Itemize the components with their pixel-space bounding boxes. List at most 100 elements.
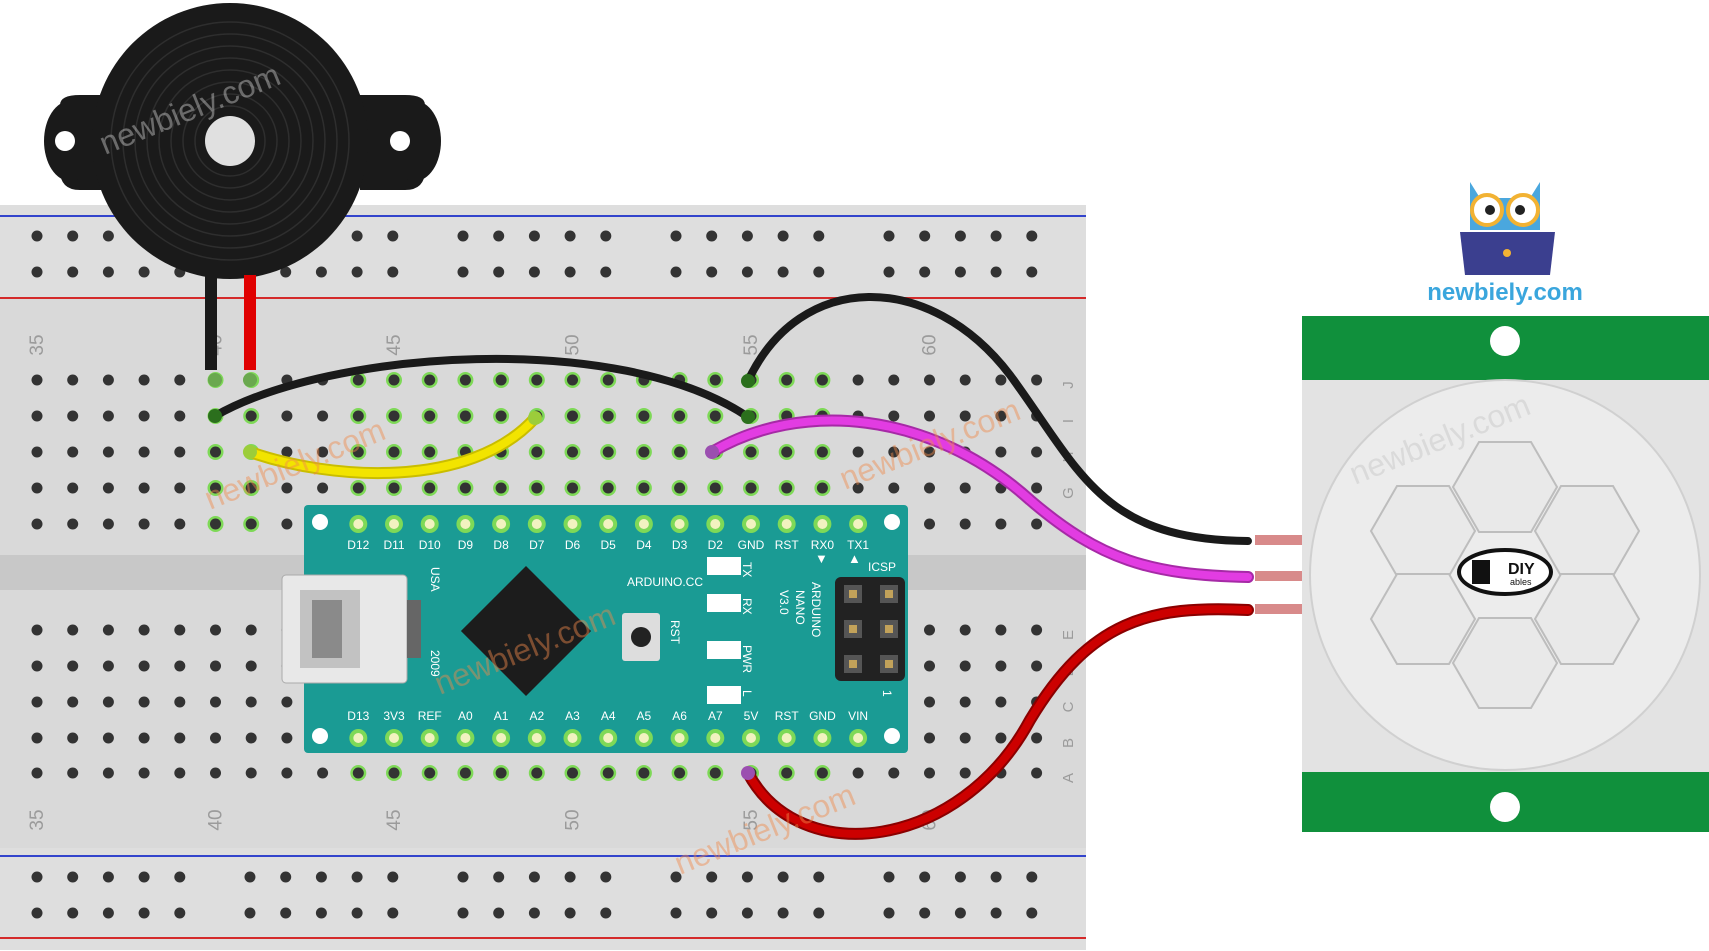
- breadboard-hole: [959, 518, 971, 530]
- rail-hole: [528, 230, 540, 242]
- rail-hole: [706, 266, 718, 278]
- arduino-pin-pad: [638, 519, 649, 529]
- breadboard-hole: [531, 767, 543, 779]
- arduino-pin-pad: [460, 733, 471, 743]
- lens-cell: [1369, 573, 1477, 665]
- column-label: 40: [206, 809, 227, 830]
- rail-hole: [315, 871, 327, 883]
- breadboard-hole: [459, 410, 471, 422]
- breadboard-hole: [638, 767, 650, 779]
- breadboard-hole: [424, 410, 436, 422]
- row-label: I: [1060, 419, 1077, 423]
- breadboard-hole: [281, 446, 293, 458]
- buzzer-ring: [134, 45, 326, 237]
- reset-button[interactable]: [622, 613, 660, 661]
- breadboard-hole: [67, 660, 79, 672]
- breadboard-hole: [995, 374, 1007, 386]
- breadboard-hole: [210, 482, 221, 494]
- breadboard-hole: [31, 767, 43, 779]
- rail-hole: [883, 266, 895, 278]
- breadboard-hole: [495, 410, 507, 422]
- breadboard-hole: [281, 767, 293, 779]
- breadboard-hole: [924, 410, 935, 422]
- breadboard-hole: [281, 732, 293, 744]
- rail-hole: [600, 266, 612, 278]
- rail-hole: [351, 266, 363, 278]
- breadboard-hole: [781, 374, 793, 386]
- pin-label-top: RX0: [811, 538, 835, 552]
- breadboard-hole: [1031, 732, 1043, 744]
- icsp-pin-pad: [885, 625, 893, 633]
- breadboard-hole: [709, 410, 721, 422]
- rail-hole: [138, 266, 150, 278]
- rail-hole: [493, 266, 505, 278]
- breadboard-hole: [102, 696, 114, 708]
- breadboard-hole: [31, 374, 43, 386]
- tx-arrow-icon: ▲: [848, 551, 861, 566]
- breadboard-hole: [1031, 660, 1043, 672]
- rail-hole: [777, 871, 789, 883]
- breadboard-hole: [959, 624, 971, 636]
- breadboard-hole: [67, 518, 79, 530]
- breadboard-hole: [67, 624, 79, 636]
- rail-hole: [600, 907, 612, 919]
- pin-label-top: D10: [419, 538, 441, 552]
- rail-hole: [564, 266, 576, 278]
- breadboard-hole: [138, 624, 150, 636]
- arduino-pin-pad: [389, 519, 399, 529]
- breadboard-hole: [210, 446, 221, 458]
- rail-hole: [244, 907, 256, 919]
- pin-label-top: D8: [493, 538, 509, 552]
- arduino-pin-pad: [710, 519, 721, 529]
- diyables-logo: DIY ables: [1457, 548, 1553, 596]
- pin-label-bottom: REF: [418, 709, 442, 723]
- arduino-pin-pad: [424, 519, 435, 529]
- rail-hole: [777, 266, 789, 278]
- row-label: J: [1060, 381, 1077, 389]
- lens-cell: [1451, 617, 1559, 709]
- breadboard-hole: [210, 624, 221, 636]
- rail-hole: [990, 907, 1002, 919]
- breadboard-hole: [852, 446, 864, 458]
- year-label: 2009: [428, 650, 442, 677]
- breadboard-hole: [959, 410, 971, 422]
- breadboard-hole: [67, 410, 79, 422]
- pin-label-top: D4: [636, 538, 652, 552]
- rail-hole: [670, 907, 682, 919]
- arduino-pin-pad: [674, 519, 685, 529]
- breadboard-hole: [1031, 374, 1043, 386]
- breadboard-hole: [852, 767, 864, 779]
- breadboard-hole: [995, 518, 1007, 530]
- rail-hole: [102, 871, 114, 883]
- rail-hole: [315, 907, 327, 919]
- status-leds: [707, 557, 741, 704]
- rail-hole: [174, 871, 186, 883]
- rail-hole: [493, 230, 505, 242]
- breadboard-hole: [174, 696, 186, 708]
- rail-hole: [564, 871, 576, 883]
- breadboard-hole: [924, 767, 935, 779]
- breadboard-hole: [174, 732, 186, 744]
- pin-label-top: GND: [738, 538, 765, 552]
- rail-hole: [706, 871, 718, 883]
- rail-hole: [351, 230, 363, 242]
- icsp-label: ICSP: [868, 560, 896, 574]
- rail-hole: [31, 230, 43, 242]
- rail-hole: [919, 871, 931, 883]
- arduino-pin-pad: [353, 733, 364, 743]
- rail-hole: [813, 907, 825, 919]
- breadboard-hole: [31, 696, 43, 708]
- pin-label-top: D12: [347, 538, 369, 552]
- arduino-pin-pad: [353, 519, 364, 529]
- wire-black-pir-gnd: [744, 293, 1252, 545]
- rail-hole: [954, 266, 966, 278]
- breadboard-hole: [888, 410, 900, 422]
- breadboard-hole: [31, 732, 43, 744]
- breadboard-hole: [210, 518, 221, 530]
- breadboard-hole: [959, 482, 971, 494]
- rail-hole: [174, 907, 186, 919]
- pin-label-top: D7: [529, 538, 545, 552]
- buzzer-ring: [110, 21, 350, 261]
- breadboard-hole: [102, 624, 114, 636]
